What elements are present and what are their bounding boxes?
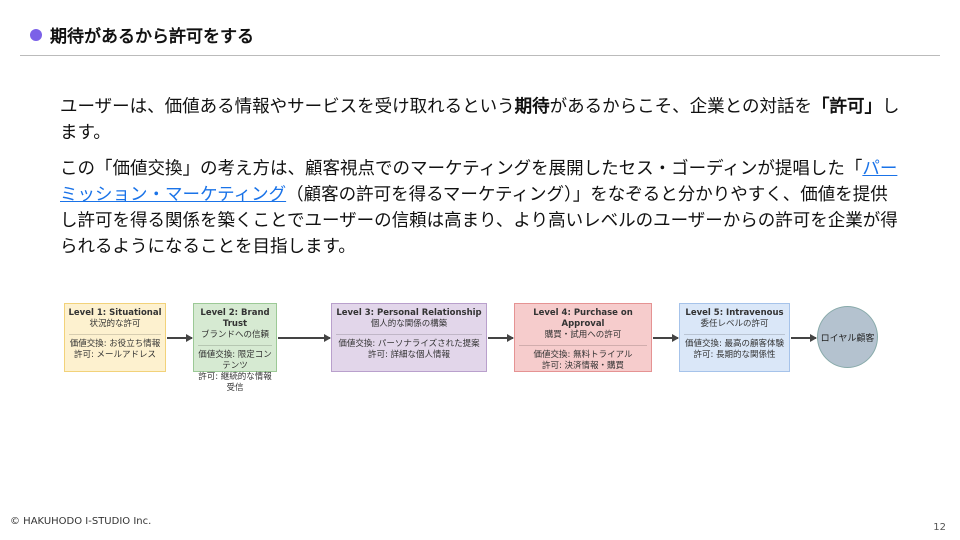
level-title: Level 1: Situational <box>68 308 162 318</box>
level-exchange: 価値交換: 限定コンテンツ <box>198 350 272 371</box>
level-title: Level 4: Purchase on Approval <box>533 308 633 329</box>
level-exchange: 価値交換: 無料トライアル <box>533 350 633 360</box>
permission-marketing-link[interactable]: パーミッション・マーケティング <box>60 159 898 205</box>
bullet-dot-icon <box>30 28 42 41</box>
paragraph-1: ユーザーは、価値ある情報やサービスを受け取れるという期待があるからこそ、企業との… <box>60 97 900 143</box>
arrow-icon <box>278 334 331 341</box>
level-permission: 許可: メールアドレス <box>73 350 157 360</box>
level-permission: 許可: 継続的な情報受信 <box>198 372 272 393</box>
level-subtitle: 状況的な許可 <box>89 319 141 329</box>
slide-title: 期待があるから許可をする <box>30 22 254 47</box>
body-text: ユーザーは、価値ある情報やサービスを受け取れるという期待があるからこそ、企業との… <box>60 94 900 270</box>
level-subtitle: 購買・試用への許可 <box>544 330 622 340</box>
arrow-icon <box>653 334 679 341</box>
level-permission: 許可: 長期的な関係性 <box>693 350 776 360</box>
level-subtitle: 個人的な関係の構築 <box>370 319 448 329</box>
box-divider <box>69 334 161 335</box>
level-permission: 許可: 決済情報・購買 <box>541 361 625 371</box>
arrow-icon <box>791 334 817 341</box>
title-divider <box>20 55 940 56</box>
level-title: Level 3: Personal Relationship <box>336 308 482 318</box>
arrow-icon <box>167 334 193 341</box>
level-exchange: 価値交換: お役立ち情報 <box>69 339 161 349</box>
arrow-icon <box>488 334 514 341</box>
slide-title-text: 期待があるから許可をする <box>50 27 254 47</box>
level-title: Level 5: Intravenous <box>685 308 784 318</box>
copyright: © HAKUHODO I-STUDIO Inc. <box>10 516 152 527</box>
box-divider <box>198 345 272 346</box>
level-exchange: 価値交換: パーソナライズされた提案 <box>338 339 480 349</box>
loyal-customer-node: ロイヤル顧客 <box>817 306 878 368</box>
paragraph-2: この「価値交換」の考え方は、顧客視点でのマーケティングを展開したセス・ゴーディン… <box>60 159 898 257</box>
level-title: Level 2: Brand Trust <box>200 308 270 329</box>
level-subtitle: 委任レベルの許可 <box>700 319 769 329</box>
level-permission: 許可: 詳細な個人情報 <box>367 350 451 360</box>
level-subtitle: ブランドへの信頼 <box>200 330 269 340</box>
page-number: 12 <box>933 522 946 533</box>
box-divider <box>519 345 647 346</box>
level-exchange: 価値交換: 最高の顧客体験 <box>684 339 785 349</box>
box-divider <box>336 334 482 335</box>
box-divider <box>684 334 785 335</box>
